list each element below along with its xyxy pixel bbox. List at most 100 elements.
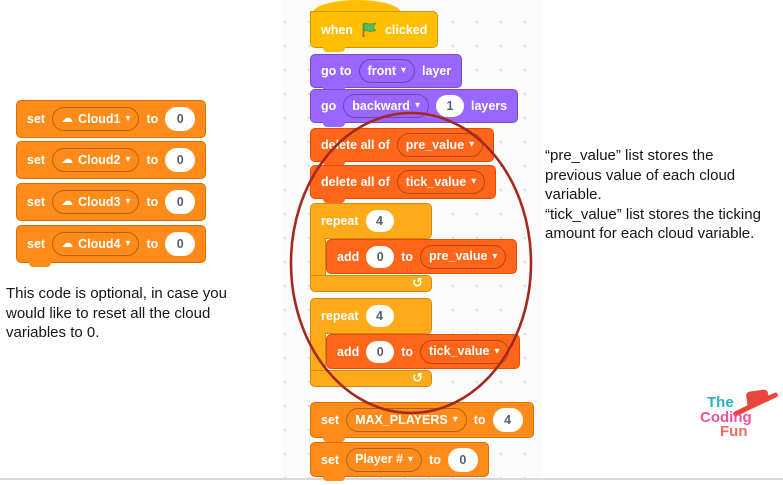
list-name: pre_value (429, 249, 488, 264)
logo-line-fun: Fun (720, 423, 748, 440)
variable-name: Cloud2 (78, 152, 121, 167)
block-set-cloud1[interactable]: set ☁ Cloud1 ▾ to 0 (16, 100, 207, 138)
to-label: to (146, 112, 159, 126)
block-delete-all-tick-value[interactable]: delete all of tick_value ▾ (310, 165, 497, 203)
block-set-cloud3[interactable]: set ☁ Cloud3 ▾ to 0 (16, 183, 207, 221)
variable-dropdown-cloud4[interactable]: ☁ Cloud4 ▾ (52, 232, 140, 256)
value-input[interactable]: 0 (447, 447, 478, 472)
repeat-tick-footer: ↺ (310, 370, 432, 387)
repeat-pre-footer: ↺ (310, 275, 432, 292)
chevron-down-icon: ▾ (125, 196, 131, 207)
cloud-icon: ☁ (61, 194, 74, 208)
to-label: to (146, 153, 159, 167)
option-label: front (367, 63, 397, 78)
caption-line: This code is optional, in case you (6, 285, 227, 302)
direction-dropdown[interactable]: backward ▾ (343, 94, 429, 118)
layer-option-dropdown[interactable]: front ▾ (358, 59, 416, 83)
left-caption: This code is optional, in case you would… (6, 284, 262, 343)
block-go-to-front-layer[interactable]: go to front ▾ layer (310, 54, 463, 92)
variable-dropdown-cloud3[interactable]: ☁ Cloud3 ▾ (52, 190, 140, 214)
list-dropdown-tick-value[interactable]: tick_value ▾ (396, 170, 486, 194)
repeat-label: repeat (321, 214, 359, 228)
block-add-to-tick-value[interactable]: add 0 to tick_value ▾ (326, 334, 520, 369)
loop-arrow-icon: ↺ (412, 274, 423, 290)
delete-all-label: delete all of (321, 138, 390, 152)
block-set-max-players[interactable]: set MAX_PLAYERS ▾ to 4 (310, 402, 534, 442)
to-label: to (146, 237, 159, 251)
variable-dropdown-max-players[interactable]: MAX_PLAYERS ▾ (346, 408, 467, 432)
to-label: to (429, 452, 441, 467)
repeat-count-input[interactable]: 4 (365, 305, 394, 327)
cloud-icon: ☁ (61, 152, 74, 166)
chevron-down-icon: ▾ (452, 414, 458, 425)
variable-name: Cloud4 (78, 236, 121, 251)
delete-all-label: delete all of (321, 175, 390, 189)
block-add-to-pre-value[interactable]: add 0 to pre_value ▾ (326, 239, 518, 274)
logo-hat-icon (733, 389, 778, 417)
list-name: pre_value (405, 137, 465, 152)
list-name: tick_value (429, 344, 490, 359)
cloud-icon: ☁ (61, 236, 74, 250)
chevron-down-icon: ▾ (408, 453, 414, 465)
value-input[interactable]: 4 (492, 408, 523, 432)
add-value-input[interactable]: 0 (366, 245, 395, 268)
cloud-icon: ☁ (61, 111, 74, 125)
loop-arrow-icon: ↺ (412, 369, 423, 385)
list-dropdown-pre-value[interactable]: pre_value ▾ (420, 244, 507, 269)
add-label: add (337, 344, 360, 359)
caption-line: previous value of each cloud (545, 166, 736, 184)
block-set-cloud2[interactable]: set ☁ Cloud2 ▾ to 0 (16, 141, 207, 179)
block-go-backward-layers[interactable]: go backward ▾ 1 layers (310, 89, 519, 127)
repeat-tick-arm (310, 333, 326, 371)
option-label: backward (352, 98, 410, 113)
caption-line: variables to 0. (6, 324, 100, 341)
value-input[interactable]: 0 (165, 148, 196, 172)
chevron-down-icon: ▾ (414, 100, 420, 111)
the-coding-fun-logo: The Coding Fun (700, 394, 783, 440)
list-name: tick_value (405, 174, 467, 189)
value-input[interactable]: 0 (165, 232, 196, 256)
layer-label: layer (422, 64, 452, 78)
to-label: to (473, 413, 486, 427)
set-label: set (27, 237, 46, 251)
hat-block-top (313, 0, 401, 13)
set-label: set (321, 452, 340, 467)
block-set-cloud4[interactable]: set ☁ Cloud4 ▾ to 0 (16, 225, 207, 267)
value-input[interactable]: 0 (165, 107, 196, 131)
variable-name: MAX_PLAYERS (355, 412, 448, 427)
block-delete-all-pre-value[interactable]: delete all of pre_value ▾ (310, 128, 495, 166)
variable-name: Cloud1 (78, 111, 121, 126)
logo-line-the: The (707, 394, 734, 411)
repeat-count-input[interactable]: 4 (365, 210, 394, 232)
block-set-player-number[interactable]: set Player # ▾ to 0 (310, 442, 489, 481)
variable-dropdown-cloud1[interactable]: ☁ Cloud1 ▾ (52, 107, 140, 131)
chevron-down-icon: ▾ (469, 139, 475, 150)
when-label: when (321, 22, 353, 37)
block-bump (323, 46, 345, 52)
chevron-down-icon: ▾ (471, 176, 477, 187)
list-dropdown-pre-value[interactable]: pre_value ▾ (396, 133, 484, 157)
variable-dropdown-cloud2[interactable]: ☁ Cloud2 ▾ (52, 148, 140, 172)
variable-dropdown-player-number[interactable]: Player # ▾ (346, 447, 423, 472)
block-bump (29, 261, 51, 267)
add-label: add (337, 249, 360, 264)
chevron-down-icon: ▾ (125, 154, 131, 165)
repeat-pre-arm (310, 238, 326, 276)
chevron-down-icon: ▾ (125, 238, 131, 249)
layers-count-input[interactable]: 1 (435, 95, 464, 117)
to-label: to (146, 195, 159, 209)
logo-line-coding: Coding (700, 408, 752, 426)
block-bump (323, 436, 345, 442)
block-when-flag-clicked[interactable]: when clicked (310, 11, 439, 52)
caption-line: “pre_value” list stores the (545, 147, 714, 164)
block-repeat-pre[interactable]: repeat 4 (310, 203, 432, 239)
chevron-down-icon: ▾ (125, 113, 131, 124)
set-label: set (27, 195, 46, 209)
list-dropdown-tick-value[interactable]: tick_value ▾ (420, 339, 509, 364)
block-repeat-tick[interactable]: repeat 4 (310, 298, 432, 334)
repeat-label: repeat (321, 309, 359, 323)
value-input[interactable]: 0 (165, 190, 196, 214)
add-value-input[interactable]: 0 (366, 340, 395, 363)
caption-line: amount for each cloud variable. (545, 225, 755, 242)
chevron-down-icon: ▾ (494, 345, 500, 357)
